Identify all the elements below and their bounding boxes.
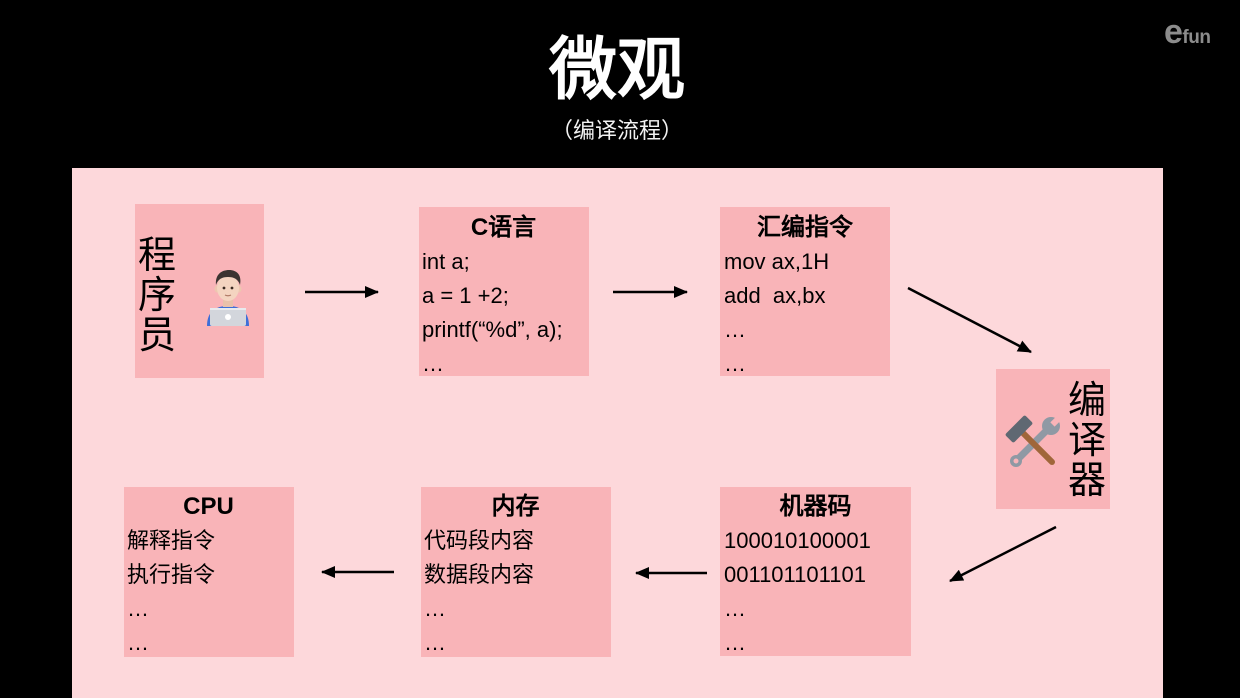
machine-code-title: 机器码: [779, 493, 852, 520]
slide-title: 微观: [548, 32, 685, 108]
compiler-label: 编译器: [1068, 380, 1107, 502]
memory-line: 代码段内容: [424, 528, 535, 553]
machine-code-line: …: [724, 596, 746, 621]
cpu-line: 执行指令: [127, 562, 216, 587]
c-language-line: …: [422, 351, 444, 376]
assembly-line: …: [724, 351, 746, 376]
slide-subtitle: （编译流程）: [550, 118, 683, 143]
memory-title: 内存: [491, 493, 540, 520]
memory-line: 数据段内容: [424, 562, 535, 587]
cpu-line: …: [127, 630, 149, 655]
assembly-line: mov ax,1H: [724, 249, 830, 274]
cpu-title: CPU: [183, 493, 234, 520]
technologist-icon: [207, 270, 249, 326]
c-language-title: C语言: [470, 214, 537, 241]
machine-code-line: 001101101101: [724, 562, 866, 587]
assembly-title: 汇编指令: [757, 214, 853, 241]
cpu-box: CPU 解释指令 执行指令 … …: [124, 487, 294, 657]
memory-box: 内存 代码段内容 数据段内容 … …: [421, 487, 611, 657]
memory-line: …: [424, 630, 446, 655]
memory-line: …: [424, 596, 446, 621]
machine-code-line: …: [724, 630, 746, 655]
programmer-box: 程序员: [135, 204, 264, 378]
c-language-line: printf(“%d”, a);: [422, 317, 563, 342]
assembly-box: 汇编指令 mov ax,1H add ax,bx … …: [720, 207, 890, 376]
cpu-line: …: [127, 596, 149, 621]
assembly-line: …: [724, 317, 746, 342]
machine-code-line: 100010100001: [724, 528, 871, 553]
machine-code-box: 机器码 100010100001 001101101101 … …: [720, 487, 911, 656]
hammer-and-wrench-icon: [1005, 415, 1062, 467]
cpu-line: 解释指令: [127, 528, 216, 553]
assembly-line: add ax,bx: [724, 283, 826, 308]
c-language-line: a = 1 +2;: [422, 283, 509, 308]
c-language-line: int a;: [422, 249, 470, 274]
efun-logo: efun: [1164, 13, 1211, 51]
programmer-label: 程序员: [138, 235, 177, 357]
compiler-box: 编译器: [996, 369, 1110, 509]
c-language-box: C语言 int a; a = 1 +2; printf(“%d”, a); …: [419, 207, 589, 376]
